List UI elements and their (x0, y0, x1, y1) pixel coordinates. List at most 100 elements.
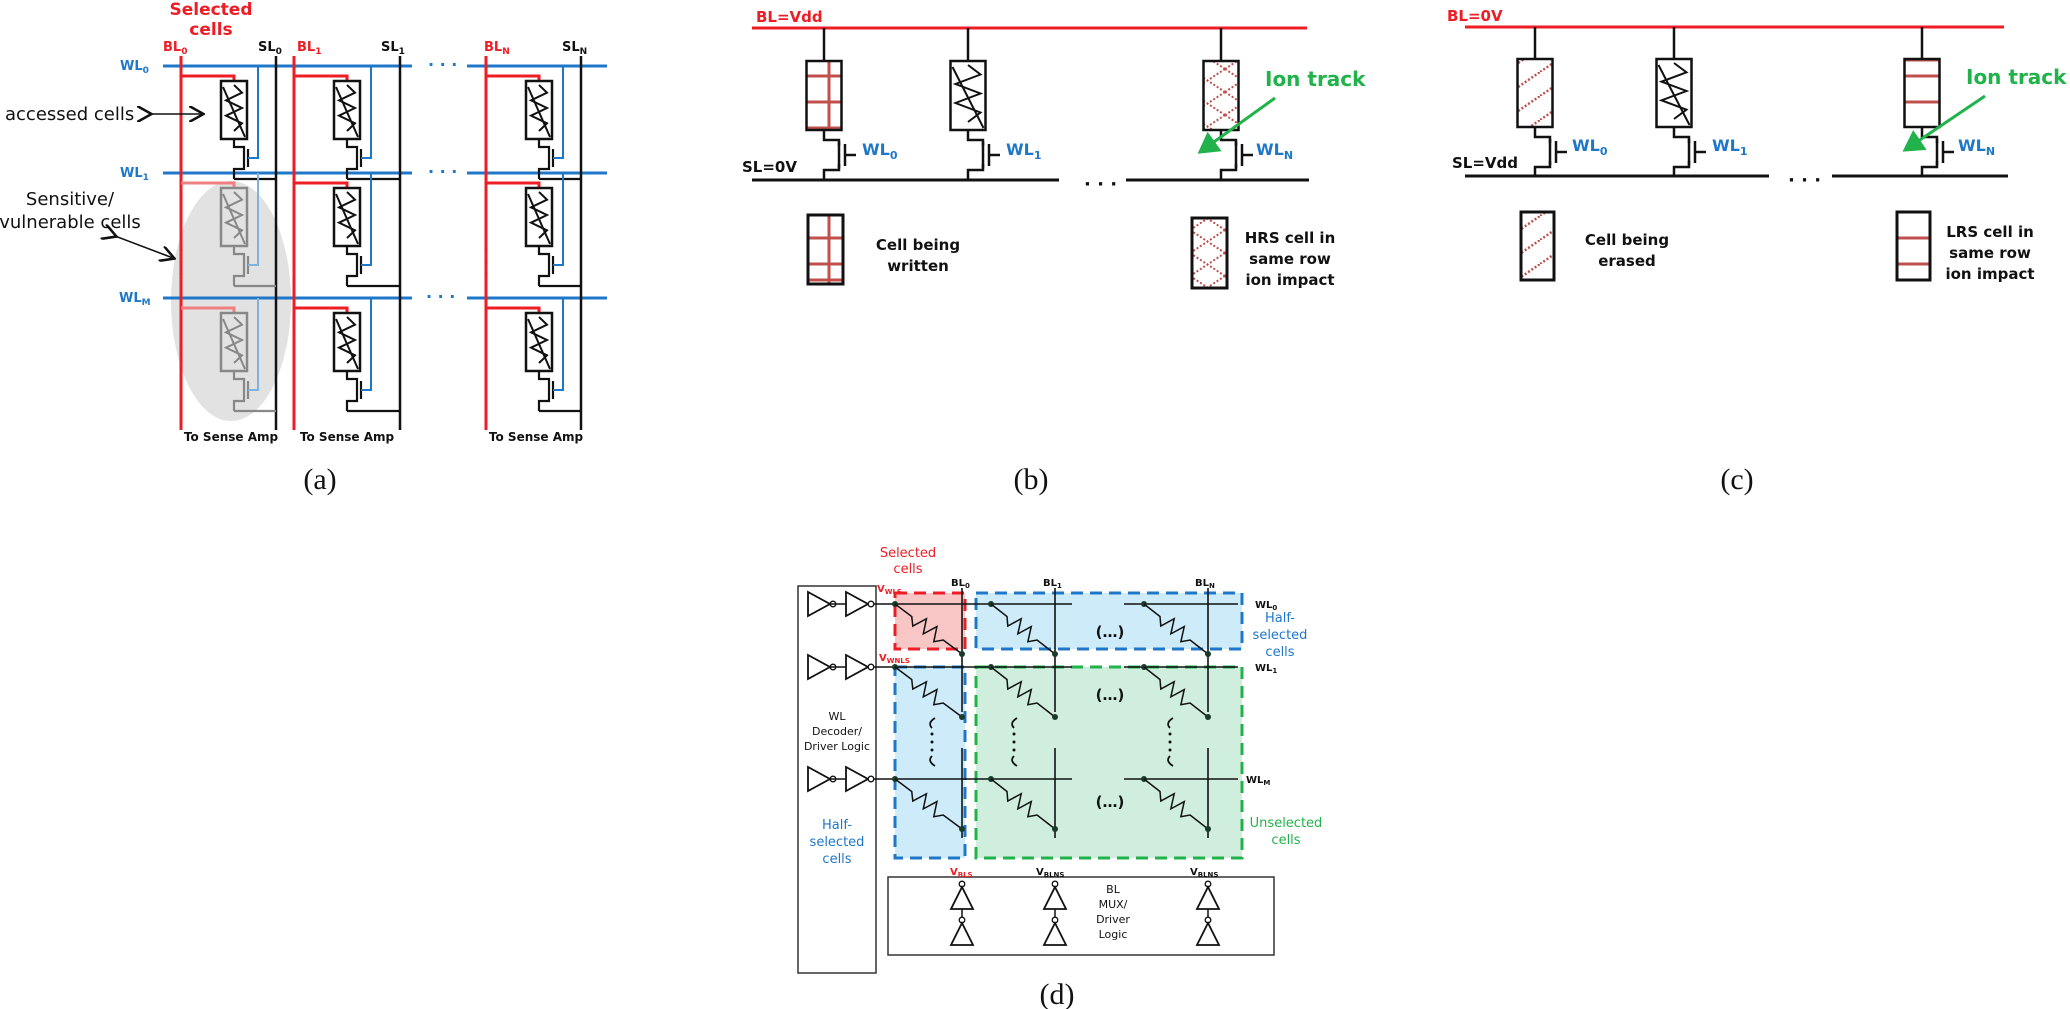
vertical-ellipsis-dot (930, 748, 934, 752)
legend-lrs-line3: ion impact (1945, 265, 2034, 283)
cells-b (805, 28, 1253, 180)
node-dot (959, 826, 965, 832)
resistor-diagonal (527, 193, 551, 245)
access-transistor-a (232, 371, 246, 411)
node-dot (1052, 714, 1058, 720)
resistor-diagonal (527, 318, 551, 370)
legend-erased-swatch (1519, 210, 1556, 282)
resistor-d (1143, 603, 1209, 655)
bl-mux-label-3: Driver (1096, 913, 1130, 926)
access-transistor-a (537, 246, 551, 286)
wl-decoder-label-1: WL (828, 710, 846, 723)
half-selected-label-left-1: Half- (822, 818, 852, 833)
resistor-zigzag (336, 84, 358, 132)
node-dot (959, 651, 965, 657)
bitline-label-0: BL0 (163, 40, 187, 57)
continuation-dot (179, 272, 183, 276)
continuation-dot (484, 260, 488, 264)
memristor-cell (1202, 59, 1240, 132)
wl-driver-buffer (845, 765, 870, 793)
selected-cells-label-line2: cells (189, 20, 232, 40)
wordline-riser (248, 66, 259, 159)
v-blns-label-2: VBLNS (1190, 867, 1218, 879)
bitline-tap (294, 181, 349, 188)
continuation-dot (484, 272, 488, 276)
wordline-label-b-1: WL1 (1006, 140, 1042, 162)
node-dot (1205, 651, 1211, 657)
access-transistor-a (345, 371, 359, 411)
ion-track-label-c: Ion track (1966, 65, 2067, 89)
resistor-d (990, 666, 1056, 718)
wordline-riser (553, 298, 564, 391)
node-dot (1052, 651, 1058, 657)
caption-b: (b) (1014, 463, 1049, 496)
wordline-label-1: WL1 (120, 166, 149, 183)
caption-c: (c) (1720, 463, 1753, 496)
panel-c: BL=0V SL=Vdd · · · WL0 WL1 WLN Ion track… (1447, 7, 2067, 496)
wl-driver-buffer (845, 590, 870, 618)
vertical-ellipsis-dot (1012, 748, 1016, 752)
vertical-ellipsis-dot (1168, 732, 1172, 736)
bitline-tap (294, 306, 349, 313)
bl-driver-buffer (1195, 920, 1221, 946)
vertical-ellipsis-dot (930, 732, 934, 736)
bl-driver-buffer (1042, 884, 1068, 910)
wordline-riser (361, 298, 372, 391)
unselected-label-2: cells (1271, 833, 1300, 848)
column-ellipsis-b: · · · (1084, 174, 1117, 195)
ellipsis-row-m: (…) (1096, 793, 1125, 811)
legend-erased-line2: erased (1598, 252, 1656, 270)
access-transistor (822, 134, 841, 180)
legend-erased-line1: Cell being (1585, 231, 1669, 249)
bitline-tap (486, 306, 541, 313)
ellipsis-row-0: (…) (1096, 623, 1125, 641)
bl-driver-buffer (949, 920, 975, 946)
resistor-diagonal (222, 193, 246, 245)
half-selected-label-right-3: cells (1265, 645, 1294, 660)
bl-mux-label-1: BL (1106, 883, 1121, 896)
resistor-d (894, 666, 963, 718)
resistor-d (990, 603, 1056, 655)
v-wls-label: VWLS (877, 584, 902, 596)
access-transistor (1219, 134, 1238, 180)
resistor-zigzag (223, 84, 245, 132)
bitline-tap (181, 74, 236, 81)
bitline-label-c: BL=0V (1447, 7, 1503, 25)
unselected-cells-region (974, 665, 1244, 860)
wl-driver-buffer (845, 653, 870, 681)
bitline-tap (294, 74, 349, 81)
resistor-d (894, 603, 963, 655)
v-blns-label-1: VBLNS (1036, 867, 1064, 879)
wordline-label-c-n: WLN (1958, 136, 1995, 158)
resistor-diagonal (335, 86, 359, 138)
column-ellipsis-c: · · · (1788, 170, 1821, 191)
sense-amp-label-n: To Sense Amp (489, 430, 584, 444)
wordline-riser (248, 173, 259, 266)
sourceline-label-b: SL=0V (742, 158, 797, 176)
resistor-zigzag (528, 191, 550, 239)
ellipsis-row-1: (…) (1096, 686, 1125, 704)
resistor-zigzag (1658, 62, 1690, 120)
inverter-bubble (867, 600, 875, 608)
bitline-tap (486, 181, 541, 188)
ion-track-arrow-c (1902, 94, 1986, 152)
bl-mux-label-2: MUX/ (1099, 898, 1128, 911)
wordline-riser (361, 66, 372, 159)
continuation-dot (179, 260, 183, 264)
access-transistor (1672, 131, 1691, 176)
vertical-ellipsis-dot (1168, 740, 1172, 744)
wordline-label-d-m: WLM (1246, 775, 1270, 787)
resistor-zigzag (223, 191, 245, 239)
vertical-ellipsis-dot (1012, 740, 1016, 744)
wordline-label-m: WLM (119, 291, 151, 308)
wordline-label-b-n: WLN (1256, 140, 1293, 162)
legend-written-line1: Cell being (876, 236, 960, 254)
sourceline-label-1: SL1 (381, 40, 405, 57)
sourceline-label-c: SL=Vdd (1452, 154, 1518, 172)
access-transistor (1533, 131, 1552, 176)
vertical-ellipsis-paren (929, 755, 936, 767)
legend-hrs-line2: same row (1249, 250, 1331, 268)
resistor-zigzag (952, 64, 984, 123)
wordline-label-0: WL0 (120, 59, 149, 76)
